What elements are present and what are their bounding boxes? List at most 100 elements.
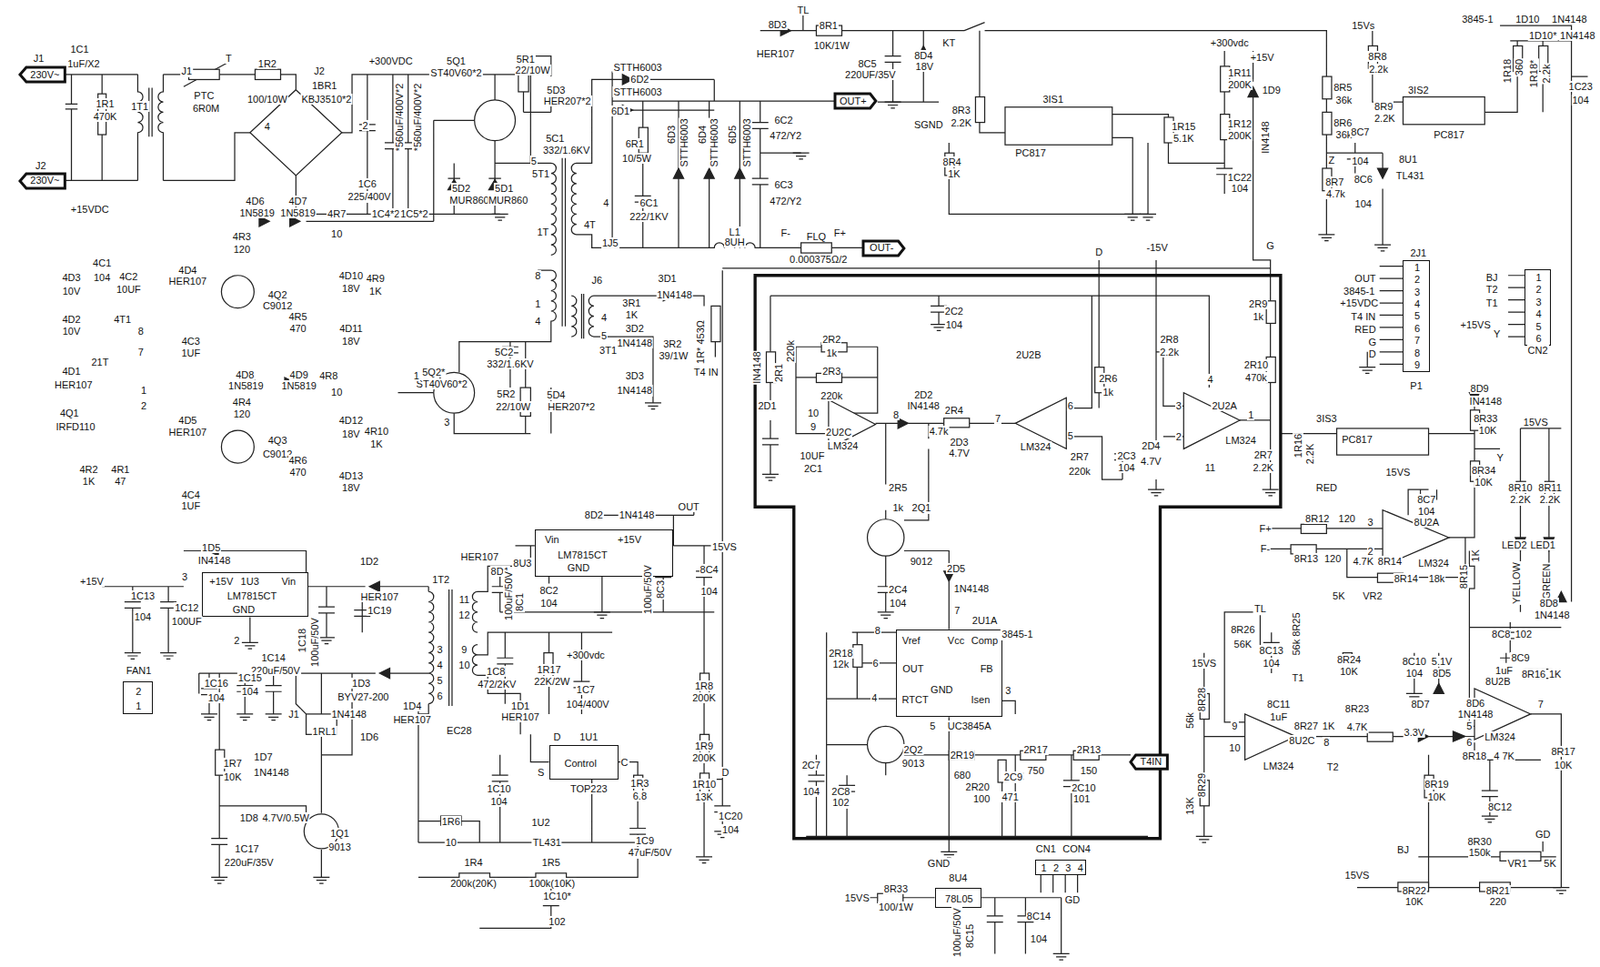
component-label: 8R22: [1401, 885, 1428, 896]
component-label: GD: [1064, 894, 1082, 906]
component-label: BJ: [1396, 844, 1410, 856]
box-text: 2: [135, 685, 141, 697]
component-label: 1C20: [717, 810, 744, 822]
component-label: 1: [533, 298, 542, 310]
component-label: 1k: [825, 347, 838, 359]
component-label: 39/1W: [657, 350, 689, 362]
component-label: 5K: [1331, 590, 1346, 602]
component-label: 6: [871, 657, 879, 669]
component-label: 1K: [1321, 720, 1336, 732]
component-label: 10K: [1553, 759, 1574, 771]
component-label: 6D4: [696, 124, 708, 145]
component-label: 2D1: [757, 400, 778, 412]
component-label: 8: [137, 325, 145, 337]
component-label: 8D9: [1469, 382, 1490, 394]
component-label: 9012: [909, 555, 934, 567]
component-label: T: [224, 52, 233, 64]
box-text: OUT+: [839, 95, 867, 107]
component-label: 4D8: [234, 368, 255, 380]
component-label: 2.2K: [1509, 493, 1532, 505]
component-label: 1R6: [441, 815, 462, 827]
component-label: LM324: [1224, 434, 1258, 446]
component-label: 1R11: [1227, 67, 1252, 79]
component-label: 1K: [1469, 548, 1481, 563]
component-label: 470: [288, 322, 307, 334]
component-label: 120: [232, 243, 252, 255]
component-label: 5D4: [545, 389, 566, 401]
component-label: 4.7K: [1351, 555, 1375, 567]
component-label: 1: [1247, 409, 1255, 421]
component-label: IN4148: [1469, 395, 1503, 407]
polygon-shape: [1452, 731, 1465, 742]
component-label: 104: [1417, 505, 1436, 517]
component-label: 8R15: [1458, 563, 1470, 589]
component-label: 5.1V: [1430, 655, 1454, 667]
box-text: Vref: [902, 634, 921, 646]
use-shape: [211, 876, 228, 884]
box-text: 230V~: [30, 174, 60, 186]
component-label: 2U2B: [1015, 349, 1043, 361]
component-label: 5R1: [515, 53, 536, 65]
use-shape: [318, 637, 335, 645]
component-label: 2R17: [1022, 744, 1048, 755]
component-label: 1N5819: [238, 207, 276, 219]
component-label: 472/Y2: [768, 130, 803, 141]
component-label: 18V: [915, 60, 936, 72]
component-label: 1D5: [201, 542, 222, 554]
component-label: 2D3: [948, 435, 969, 447]
component-label: 104: [489, 795, 508, 807]
component-label: 3845-1: [1460, 13, 1494, 25]
component-label: LM324: [1417, 557, 1450, 569]
component-label: 10: [457, 659, 471, 671]
port-outline: [20, 67, 65, 82]
component-label: +300vdc: [1209, 37, 1250, 49]
component-label: 6C1: [638, 197, 659, 209]
component-box: 21: [122, 681, 154, 715]
component-label: BYV27-200: [336, 691, 390, 703]
component-label: 5K: [1542, 857, 1557, 869]
component-box: 78L05: [935, 887, 983, 908]
component-bodies: [221, 90, 1530, 849]
component-label: HER107: [360, 591, 401, 603]
use-shape: [201, 714, 218, 721]
component-label: 1N5819: [227, 380, 265, 392]
component-label: 1D6: [359, 731, 380, 743]
box-text: Comp: [971, 634, 998, 646]
component-label: 6D2: [629, 73, 650, 85]
use-shape: [265, 714, 282, 721]
component-label: 220uF/35V: [223, 855, 275, 867]
component-label: 1C23: [1568, 80, 1594, 92]
component-label: 104: [1230, 182, 1249, 194]
component-label: 2U1A: [971, 614, 999, 626]
box-text: Vin: [281, 575, 296, 587]
component-label: STTH6003: [741, 117, 753, 168]
component-label: 1N5819: [279, 207, 317, 219]
component-label: 1uF: [1494, 664, 1514, 676]
component-label: 10K: [1338, 665, 1359, 677]
component-label: 1R7: [222, 757, 243, 769]
component-label: RED: [1353, 323, 1377, 335]
component-label: 1D8: [239, 812, 260, 824]
component-label: HER107: [392, 713, 433, 725]
component-label: Z: [1328, 154, 1337, 166]
component-label: 4D13: [338, 469, 364, 481]
polygon-shape: [1433, 683, 1444, 694]
component-label: 8: [892, 409, 900, 421]
component-label: -15V: [1146, 241, 1169, 253]
component-label: CN2: [1527, 344, 1550, 356]
component-label: T2: [1485, 283, 1500, 295]
component-label: 750: [1026, 764, 1045, 776]
component-label: 1N4148: [1550, 13, 1589, 25]
arrow-port: OUT-: [863, 241, 905, 256]
box-text: 6: [1414, 322, 1420, 334]
component-label: 7: [137, 346, 145, 358]
component-label: 100k(10K): [528, 877, 577, 889]
box-text: Vcc: [947, 634, 965, 646]
component-label: STTH6003: [708, 117, 720, 168]
component-label: 8R26: [1229, 623, 1256, 635]
component-label: 220k: [819, 390, 844, 402]
component-label: 8R18: [1461, 750, 1488, 762]
component-label: 2Q2: [903, 744, 925, 755]
component-label: 4D5: [177, 414, 198, 426]
